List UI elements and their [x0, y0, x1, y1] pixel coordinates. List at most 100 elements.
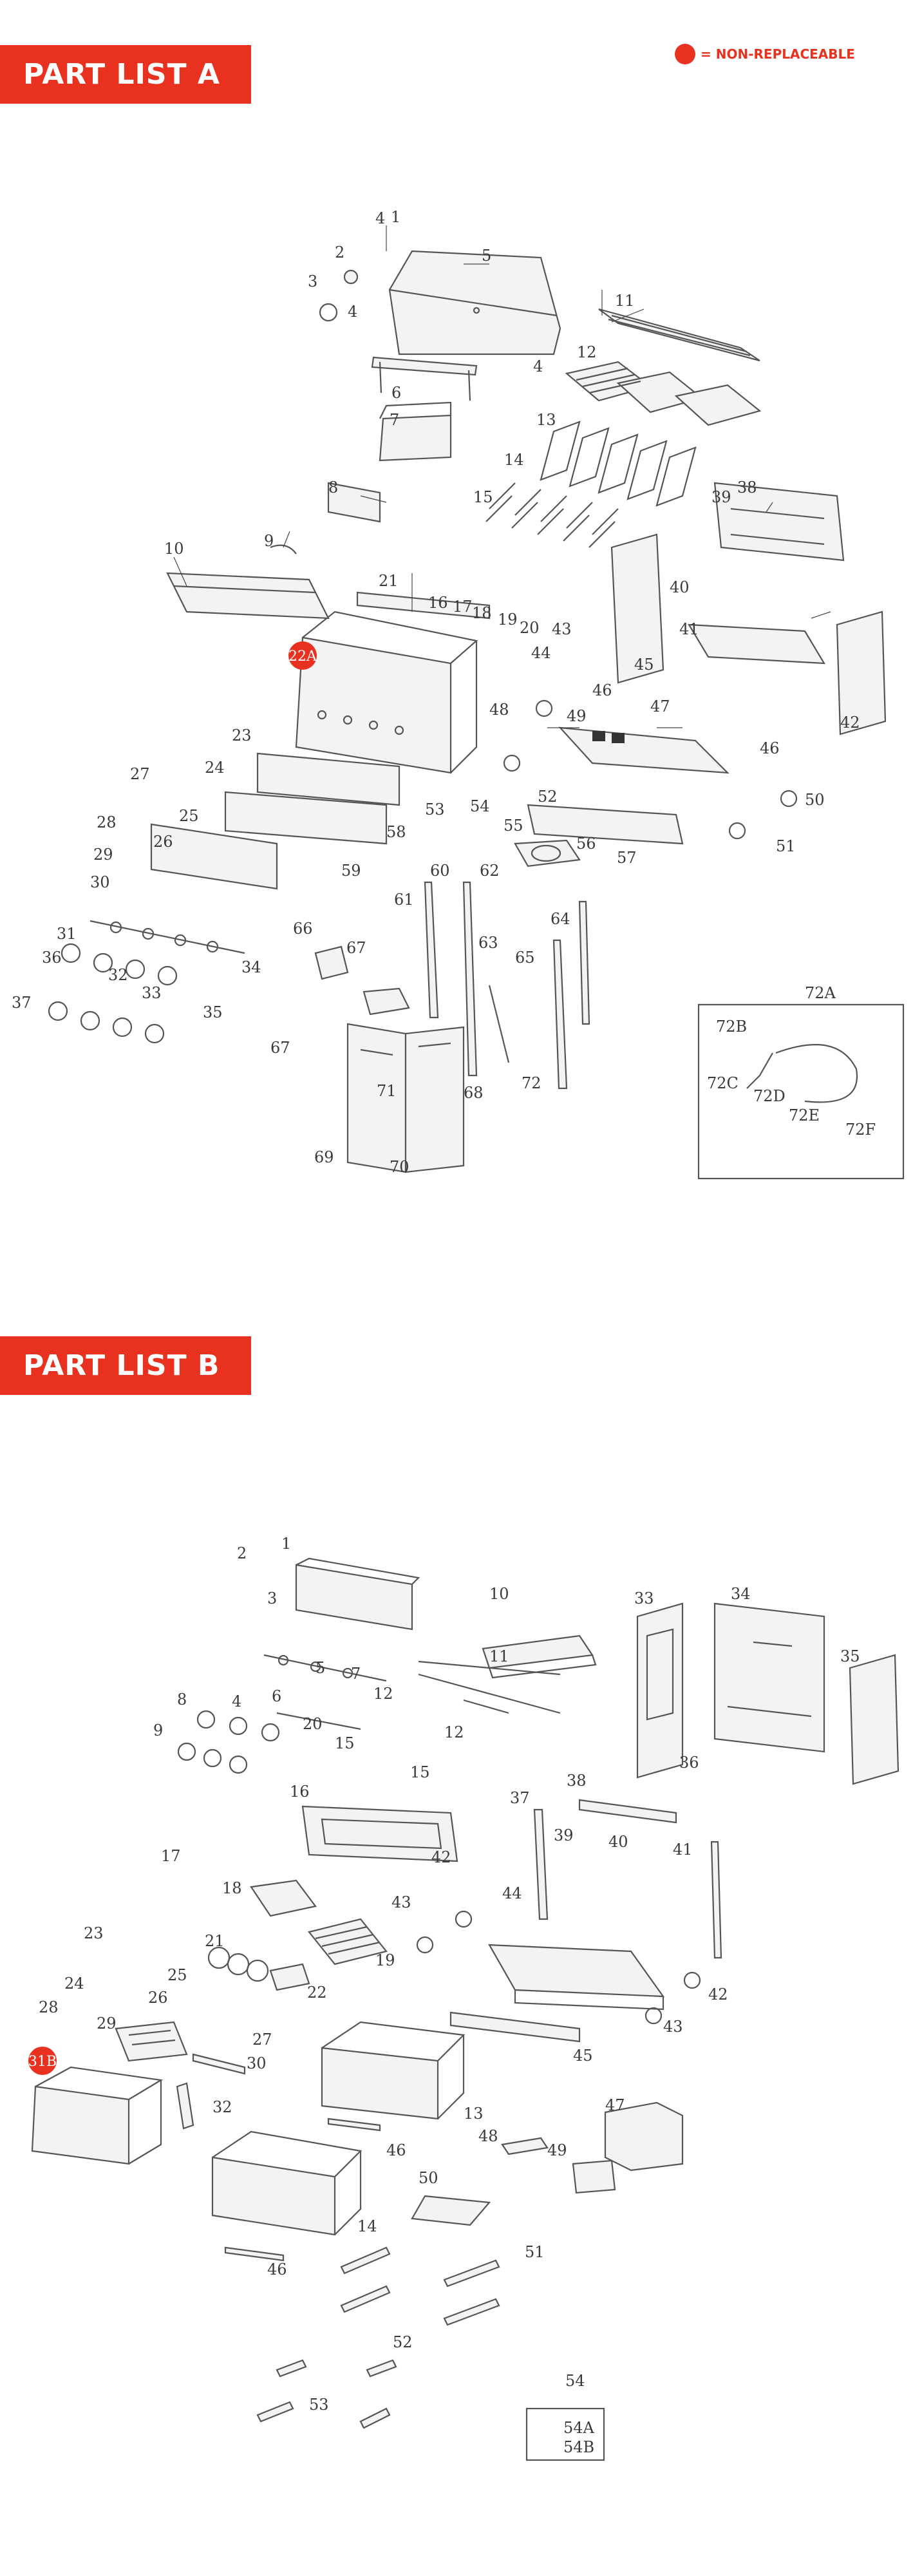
legs-b-part	[533, 1808, 722, 1959]
part-number-label: 2	[237, 1544, 247, 1562]
hose-kit-box	[697, 1003, 905, 1180]
part-number-label: 43	[552, 620, 572, 638]
exploded-diagram-a: 22A 1 2 3 4 4 4 5 6 7 8 9 10 11 12 13 14…	[12, 208, 905, 1180]
part-number-label: 30	[247, 2054, 267, 2072]
part-number-label: 46	[386, 2141, 406, 2159]
drawer-b-part	[211, 2130, 362, 2236]
non-replaceable-dot-icon	[675, 44, 695, 64]
part-number-label: 7	[390, 411, 399, 429]
badge-label: 22A	[288, 649, 317, 665]
part-number-label: 37	[12, 994, 32, 1012]
part-number-label: 28	[39, 1998, 59, 2016]
part-number-label: 5	[315, 1659, 325, 1677]
part-number-label: 33	[142, 984, 162, 1002]
part-number-label: 49	[547, 2141, 567, 2159]
part-number-label: 12	[444, 1723, 464, 1741]
part-number-label: 72	[522, 1074, 541, 1092]
legend: = NON-REPLACEABLE	[675, 44, 855, 64]
part-number-label: 33	[634, 1589, 654, 1607]
part-number-label: 57	[617, 849, 637, 867]
part-number-label: 6	[391, 384, 401, 402]
part-number-label: 15	[335, 1734, 355, 1752]
heat-plate-b-part	[192, 2053, 246, 2075]
part-number-label: 36	[42, 949, 62, 967]
part-number-label: 27	[252, 2031, 272, 2049]
tray-part	[687, 623, 826, 665]
flame-tamers-part	[540, 421, 697, 507]
part-number-label: 61	[394, 891, 414, 909]
part-number-label: 68	[464, 1084, 484, 1102]
badge-label-b: 31B	[28, 2054, 57, 2070]
drawer-handles-b-part	[224, 2117, 381, 2262]
part-number-label: 39	[711, 488, 731, 506]
drawer-slides-b-part	[340, 2246, 500, 2326]
right-side-panel-part	[713, 482, 845, 562]
manifold-part	[89, 920, 245, 954]
handle-part	[371, 356, 478, 401]
part-number-label: 25	[167, 1966, 187, 1984]
part-number-label: 65	[515, 949, 535, 967]
control-panel-part	[150, 752, 400, 890]
part-number-label: 6	[272, 1687, 281, 1705]
part-number-label: 60	[430, 862, 450, 880]
part-number-label: 56	[576, 835, 596, 853]
part-number-label: 72C	[707, 1074, 739, 1092]
hardware-kit-box	[525, 2407, 605, 2461]
part-number-label: 62	[480, 862, 500, 880]
part-number-label: 41	[673, 1841, 693, 1859]
grease-tray-b-part	[115, 2021, 188, 2062]
part-number-label: 48	[489, 701, 509, 719]
part-number-label: 69	[314, 1148, 334, 1166]
casters-part	[503, 699, 798, 840]
part-number-label: 44	[531, 644, 551, 662]
part-number-label: 45	[634, 656, 654, 674]
part-number-label: 28	[97, 813, 117, 831]
part-number-label: 11	[489, 1647, 509, 1665]
part-number-label: 44	[502, 1884, 522, 1902]
back-panel-part	[610, 533, 664, 684]
part-number-label: 34	[731, 1585, 751, 1603]
part-number-label: 4	[348, 303, 357, 321]
part-number-label: 26	[148, 1989, 168, 2007]
control-knobs-part	[48, 943, 178, 1044]
part-number-label: 66	[293, 920, 313, 938]
part-number-label: 37	[510, 1789, 530, 1807]
part-number-label: 42	[708, 1985, 728, 2003]
part-number-label: 30	[90, 873, 110, 891]
part-number-label: 42	[840, 714, 860, 732]
part-number-label: 53	[425, 800, 445, 819]
part-number-label: 15	[410, 1763, 430, 1781]
part-labels-a: 1 2 3 4 4 4 5 6 7 8 9 10 11 12 13 14 15 …	[12, 208, 876, 1176]
lid-b-part	[482, 1634, 597, 1679]
part-number-label: 51	[525, 2243, 545, 2261]
part-number-label: 13	[464, 2105, 484, 2123]
part-number-label: 64	[551, 910, 570, 928]
grease-pan-b-part	[411, 2195, 491, 2226]
rods-b-part	[418, 1660, 561, 1714]
part-number-label: 29	[93, 846, 113, 864]
part-number-label: 51	[776, 837, 796, 855]
thermometer-part	[343, 269, 359, 285]
grease-cup-part	[327, 482, 381, 523]
section-title-a: PART LIST A	[0, 45, 251, 104]
burner-box-b-part	[250, 1879, 317, 1917]
part-number-label: 72A	[805, 984, 836, 1002]
part-number-label: 59	[341, 862, 361, 880]
part-number-label: 4	[533, 357, 543, 375]
part-number-label: 54	[565, 2372, 585, 2390]
shelf-handle-part	[270, 544, 297, 554]
part-number-label: 1	[281, 1535, 291, 1553]
drawer-parts	[314, 945, 410, 1016]
part-number-label: 17	[453, 598, 473, 616]
part-labels-b: 1 2 3 4 5 6 7 8 9 10 11 12 12 13 14 15 1…	[39, 1535, 860, 2456]
part-number-label: 18	[222, 1879, 242, 1897]
control-panel-b-part	[295, 1557, 420, 1631]
door-slides-b-part	[256, 2359, 397, 2429]
part-number-label: 72B	[716, 1018, 747, 1036]
part-number-label: 9	[264, 532, 274, 550]
warming-rack-part	[598, 308, 760, 362]
part-number-label: 14	[504, 451, 524, 469]
part-number-label: 35	[840, 1647, 860, 1665]
part-number-label: 29	[97, 2014, 117, 2032]
part-number-label: 10	[489, 1585, 509, 1603]
